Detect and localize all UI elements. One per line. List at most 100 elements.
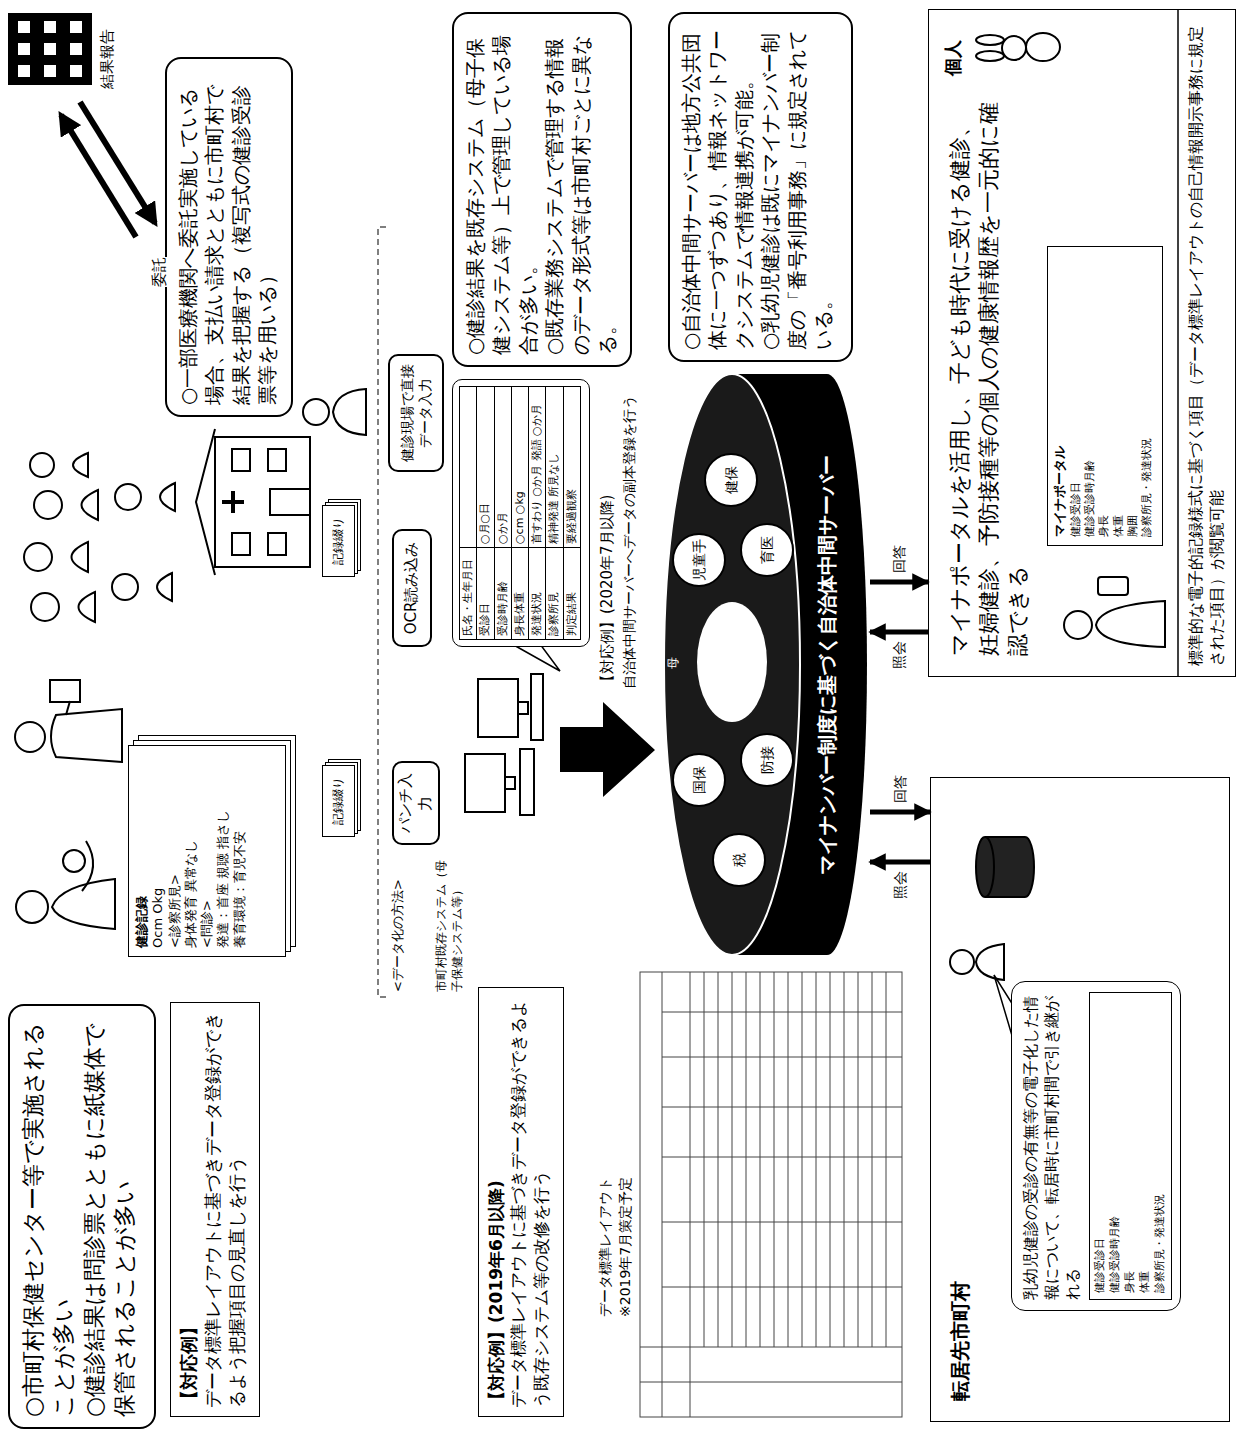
illustration-part (157, 573, 172, 601)
rabbit-mascot (976, 33, 1060, 61)
action-box: 【対応例】(2019年6月以降)データ標準レイアウトに基づきデータ登録ができるよ… (478, 987, 564, 1417)
layout-sheet (640, 972, 902, 1417)
arrow-label: 委託 (150, 257, 170, 287)
system-circle: 児童手 (672, 533, 726, 587)
arrow-label: 結果報告 (98, 29, 118, 89)
system-label: 市町村既存システム（母子保健システム等） (434, 852, 465, 992)
illustration-part (73, 453, 88, 477)
database-icon (976, 837, 1034, 897)
illustration-part (976, 35, 1004, 45)
box-text: ○月○日 (477, 386, 494, 547)
box-text: ○市町村保健センター等で実施されることが多い (18, 1016, 79, 1417)
system-circle: 国保 (672, 753, 726, 807)
box-text: 国保 (690, 766, 708, 794)
illustration-part (222, 491, 244, 513)
illustration-part (303, 399, 329, 425)
illustration-part (44, 43, 56, 55)
note-box: ○自治体中間サーバーは地方公共団体に一つずつあり、情報ネットワークシステムで情報… (668, 12, 853, 362)
edge-label: 照会 (890, 639, 908, 671)
illustration-part (232, 449, 250, 471)
box-text: 転居先市町村 (947, 1181, 973, 1401)
circle-label: 母 (666, 657, 682, 669)
illustration-part (30, 453, 54, 477)
box-text: ○か月 (495, 386, 512, 547)
box-text: 健診現場で直接データ入力 (398, 359, 435, 467)
box-text: 発達状況 (529, 547, 546, 639)
method-box: パンチ入力 (392, 761, 440, 845)
edge-label: 照会 (891, 869, 909, 901)
speech-bubble: 乳幼児健診の受診の有無等の電子化した情報について、転居時に市町村間で引き継がれる… (1011, 981, 1181, 1311)
commission-arrows (61, 102, 155, 237)
illustration-part (79, 592, 96, 622)
box-text: 体重 (1138, 999, 1153, 1293)
box-text: マイナポータルを活用し、子ども時代に受ける健診、妊婦健診、予防接種等の個人の健康… (945, 96, 1032, 656)
box-text: マイナンバー制度に基づく自治体中間サーバー (814, 372, 840, 957)
illustration-part (31, 593, 59, 621)
illustration-part (976, 51, 1004, 61)
connector-arrow (870, 630, 928, 635)
illustration-part (70, 65, 82, 77)
callout-tail (512, 644, 560, 671)
illustration-part (640, 1012, 902, 1382)
family (24, 453, 175, 622)
illustration-part (51, 709, 122, 762)
illustration-part (66, 701, 70, 715)
box-text: 記録綴り (331, 777, 347, 825)
illustration-part (18, 43, 30, 55)
box-text: 健診受診日 (1069, 255, 1083, 537)
illustration-part (52, 879, 115, 929)
illustration-part (976, 944, 1004, 980)
box-text: ○一部医療機関へ委託実施している場合、支払い請求とともに市町村で結果を把握する（… (175, 69, 281, 405)
method-box: OCR読み込み (392, 529, 432, 647)
edge-label: 回答 (891, 773, 909, 805)
box-text: <診察所見> (167, 754, 183, 948)
illustration-part (1002, 36, 1026, 60)
illustration-part (44, 21, 56, 33)
box-text: 【対応例】(2019年6月以降) (485, 996, 507, 1408)
box-text: 首すわり ○か月 発語 ○か月 (529, 386, 546, 547)
panel-divider (1177, 9, 1179, 677)
illustration-part (1026, 33, 1060, 61)
box-text: 健保 (722, 466, 740, 494)
note-box: ○市町村保健センター等で実施されることが多い○健診結果は問診票とともに紙媒体で保… (8, 1004, 156, 1429)
layout-title: データ標準レイアウト (596, 1177, 614, 1317)
illustration-part (531, 674, 543, 740)
illustration-part (950, 950, 974, 974)
action-text: 自治体中間サーバーへデータの副本登録を行う (620, 369, 638, 689)
illustration-part (268, 449, 286, 471)
connector-arrow (870, 810, 930, 815)
box-text: 防接 (758, 746, 776, 774)
illustration-part (232, 533, 250, 555)
table-cell (460, 386, 477, 547)
municipality-panel: 転居先市町村 乳幼児健診の受診の有無等の電子化した情報について、転居時に市町村間で… (930, 777, 1230, 1422)
edge-label: 回答 (890, 543, 908, 575)
action-heading: 【対応例】(2020年7月以降) (598, 369, 618, 689)
box-text: 【対応例】 (177, 1011, 201, 1408)
box-text: 診察所見・発達状況 (1153, 999, 1168, 1293)
illustration-part (1064, 611, 1092, 639)
box-text: 健診受診時月齢 (1083, 255, 1097, 537)
note-box: ○一部医療機関へ委託実施している場合、支払い請求とともに市町村で結果を把握する（… (165, 57, 293, 417)
cylinder-top (664, 374, 800, 955)
action-box: 【対応例】データ標準レイアウトに基づきデータ登録ができるよう把握項目の見直しを行… (170, 1002, 260, 1417)
illustration-part (61, 115, 136, 237)
box-text: 個人 (941, 26, 965, 76)
mother-baby (16, 841, 115, 929)
method-bracket (378, 227, 386, 997)
illustration-part (505, 777, 515, 789)
record-stack: 記録綴り (322, 505, 355, 577)
box-text: ○乳幼児健診は既にマイナンバー制度の「番号利用事務」に規定されている。 (757, 24, 836, 350)
box-text: データ標準レイアウトに基づきデータ登録ができるよう把握項目の見直しを行う (201, 1011, 249, 1408)
illustration-part (70, 21, 82, 33)
box-text: 税 (730, 853, 748, 867)
illustration-part (50, 680, 80, 702)
box-text: 身体発育 異常なし (183, 754, 199, 948)
system-circle: 育医 (740, 523, 794, 577)
illustration-part (215, 437, 310, 567)
box-text: OCR読み込み (402, 542, 422, 635)
illustration-part (16, 891, 48, 923)
box-text: 体重 (1112, 255, 1126, 537)
system-circle: 防接 (740, 733, 794, 787)
illustration-part (465, 754, 505, 812)
